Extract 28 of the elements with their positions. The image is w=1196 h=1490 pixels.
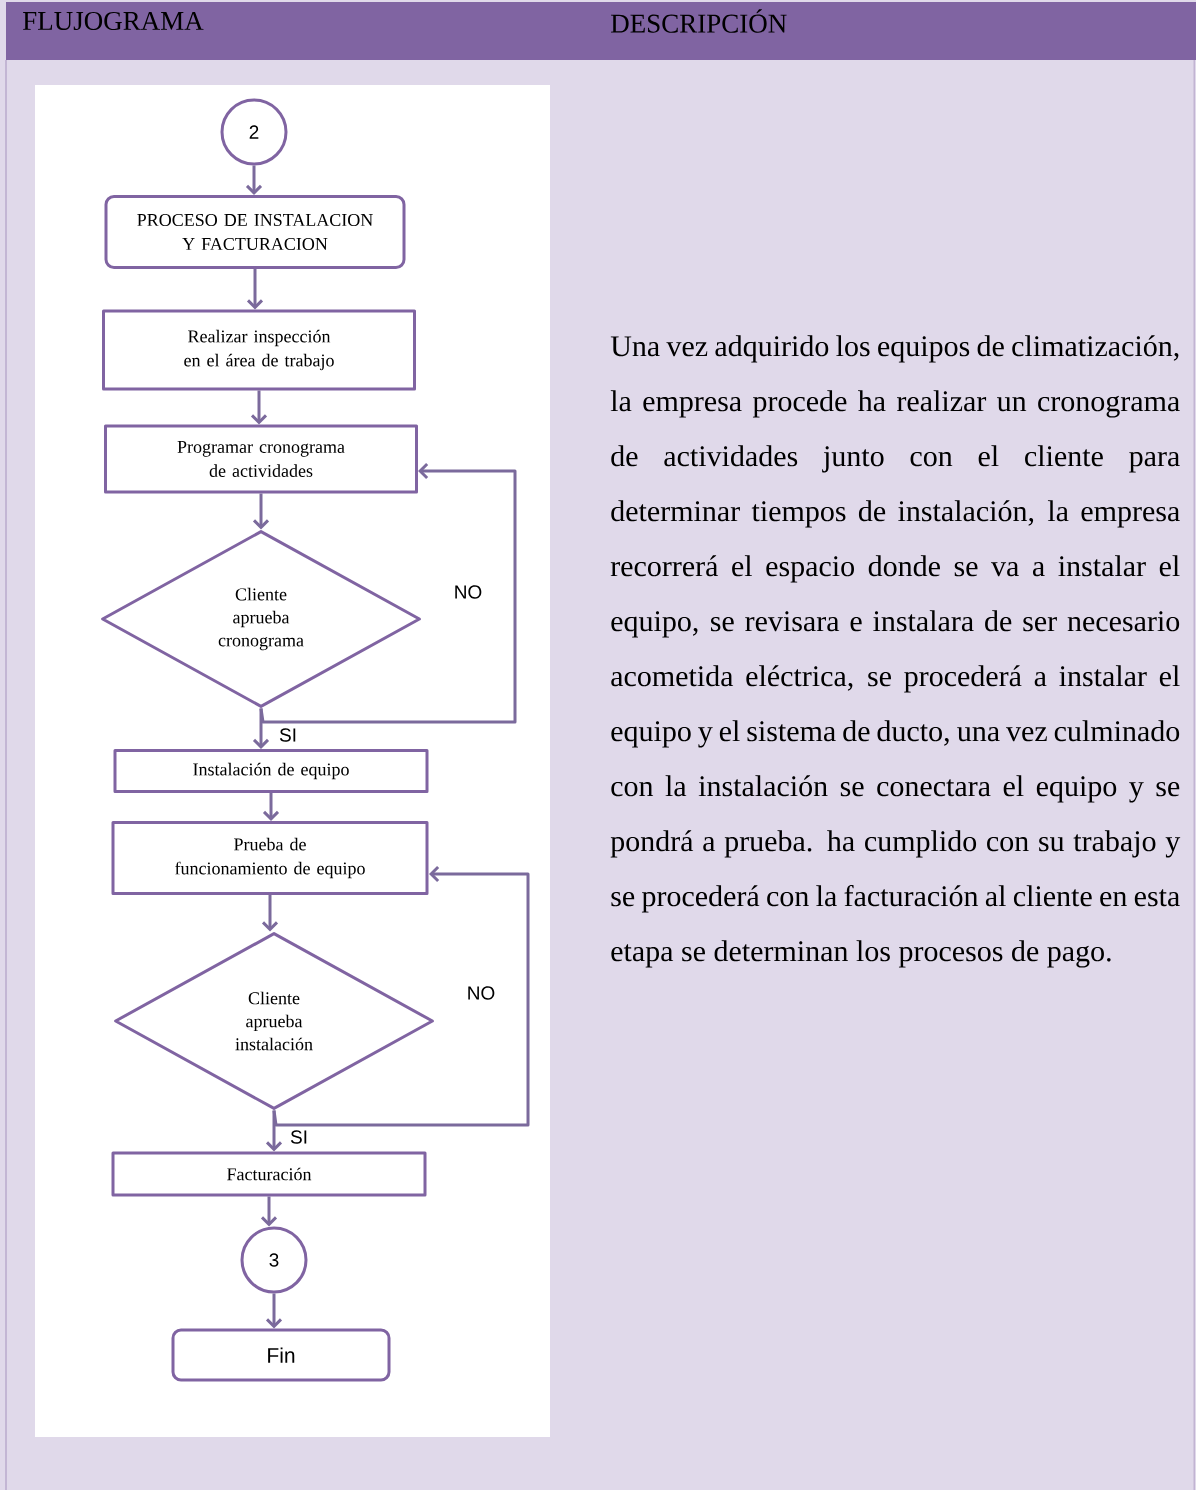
arrow [252,493,270,530]
process-box: Facturación [111,1151,427,1197]
process-box: Programar cronograma de actividades [104,424,418,494]
arrow [262,793,280,821]
edge-label: NO [468,986,495,1000]
process-box: Prueba de funcionamiento de equipo [111,821,429,895]
arrow [246,269,264,310]
edge-label: SI [279,728,296,742]
terminal-box: Fin [171,1328,391,1382]
arrow [261,895,279,932]
edge-label: SI [290,1130,307,1144]
arrow [259,462,517,724]
arrow [245,165,263,195]
process-box: Realizar inspección en el área de trabajo [102,309,416,391]
decision-diamond [101,530,421,708]
column-heading: DESCRIPCIÓN [611,9,787,33]
process-box: Instalación de equipo [113,749,429,793]
arrow [265,1293,283,1329]
decision-text: Cliente aprueba cronograma [218,587,304,651]
description-paragraph: Una vez adquirido los equipos de climatización, la empresa procede ha realizar un cronograma de actividades junto con el cliente para determinar tiempos de instalación, la empresa recorrerá el espacio donde se va a instalar el equipo, se revisara e instalara de ser necesario acometida eléctrica, se procederá a instalar el equipo y el sistema de ducto, una vez culminado con la instalación se conectara el equipo y se pondrá a prueba. ha cumplido con su trabajo y se procederá con la facturación al cliente en esta etapa se determinan los procesos de pago. [610,335,1181,968]
decision-diamond [114,932,434,1110]
column-heading: FLUJOGRAMA [23,11,204,31]
edge-label: NO [455,585,482,599]
process-box: PROCESO DE INSTALACION Y FACTURACION [104,195,406,269]
arrow [272,865,530,1127]
arrow [250,390,268,425]
arrow [260,1196,278,1227]
decision-text: Cliente aprueba instalación [235,991,313,1051]
